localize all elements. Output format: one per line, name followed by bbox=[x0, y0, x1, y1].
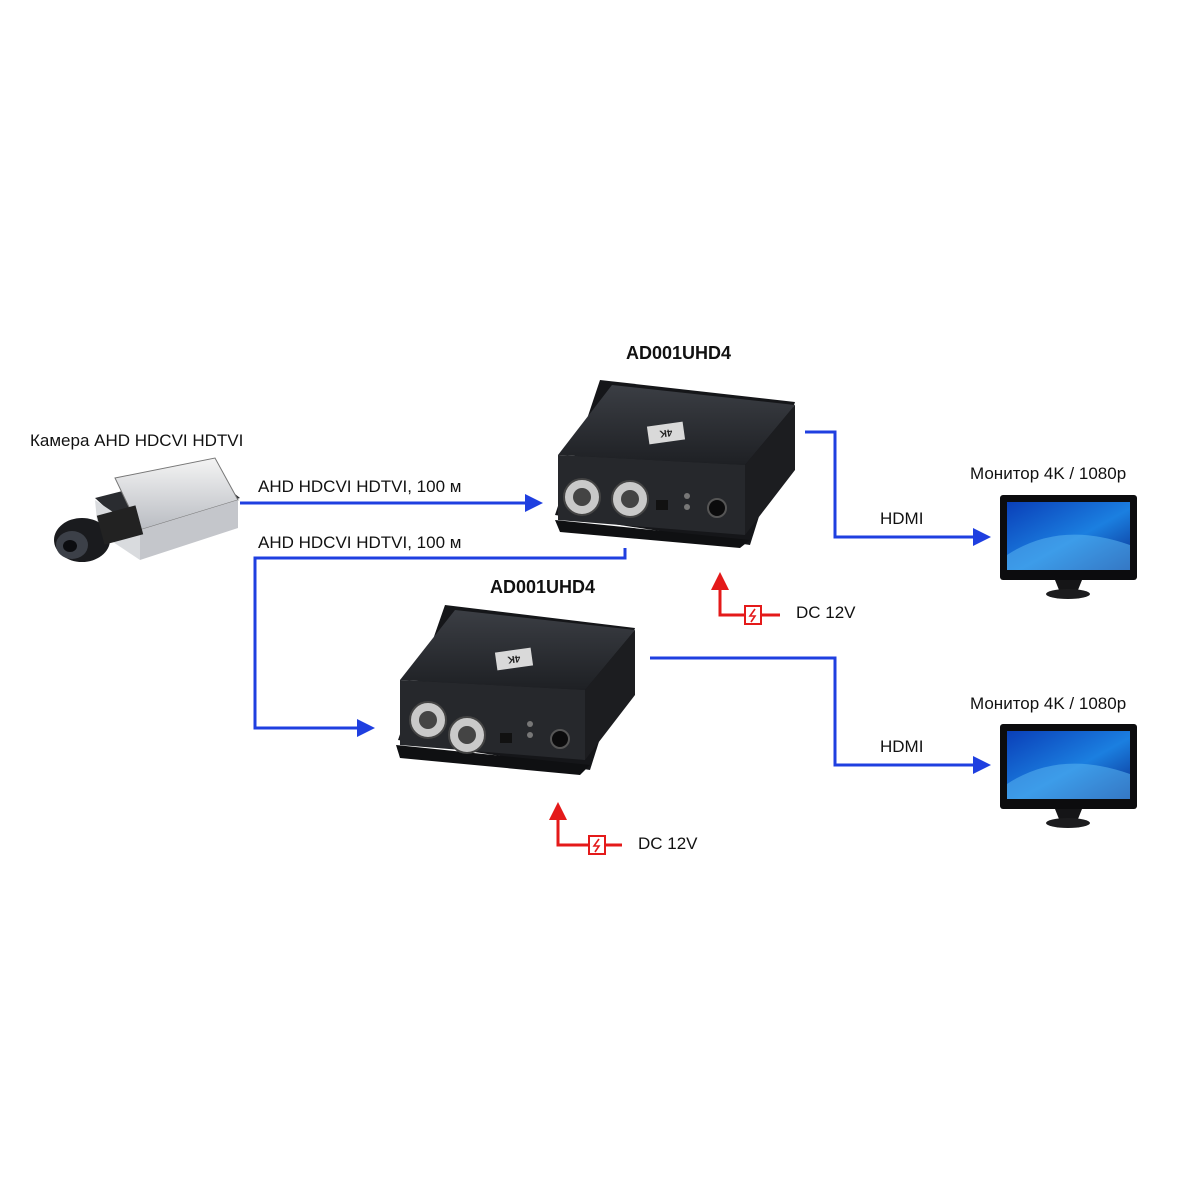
hdmi-top-label: HDMI bbox=[880, 509, 924, 528]
hdmi-bottom-label: HDMI bbox=[880, 737, 924, 756]
power-link-2 bbox=[549, 802, 622, 855]
hdmi-bottom-line bbox=[650, 656, 991, 774]
device-2-model: AD001UHD4 bbox=[490, 577, 596, 597]
device-1-power-label: DC 12V bbox=[796, 603, 856, 622]
device-2-badge: 4K bbox=[506, 652, 521, 665]
cable-bottom-line bbox=[253, 548, 627, 737]
monitor-icon-1 bbox=[1000, 495, 1137, 599]
monitor-icon-2 bbox=[1000, 724, 1137, 828]
monitor-2-label: Монитор 4K / 1080p bbox=[970, 694, 1127, 713]
device-1-badge: 4K bbox=[658, 426, 673, 439]
cable-bottom-label: AHD HDCVI HDTVI, 100 м bbox=[258, 533, 462, 552]
camera-icon bbox=[54, 457, 240, 562]
device-1-model: AD001UHD4 bbox=[626, 343, 732, 363]
converter-device-1 bbox=[555, 380, 795, 548]
camera-label: Камера AHD HDCVI HDTVI bbox=[30, 431, 244, 450]
cable-top-label: AHD HDCVI HDTVI, 100 м bbox=[258, 477, 462, 496]
device-2-power-label: DC 12V bbox=[638, 834, 698, 853]
monitor-1-label: Монитор 4K / 1080p bbox=[970, 464, 1127, 483]
power-link-1 bbox=[711, 572, 780, 625]
converter-device-2 bbox=[396, 605, 635, 775]
video-links bbox=[240, 430, 991, 774]
hdmi-top-line bbox=[805, 430, 991, 546]
